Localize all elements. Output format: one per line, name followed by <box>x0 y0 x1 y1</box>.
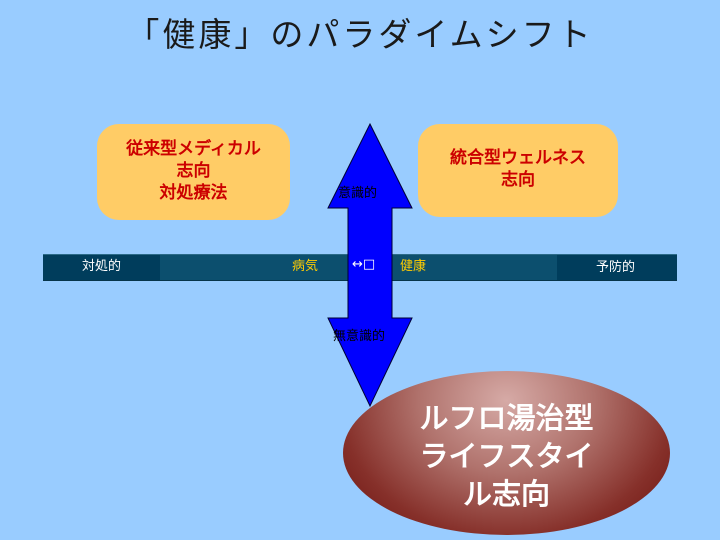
page-title: 「健康」のパラダイムシフト <box>126 15 594 54</box>
rufuro-line-2: ライフスタイ <box>419 439 594 473</box>
integrated-wellness-box: 統合型ウェルネス 志向 <box>418 124 618 217</box>
axis-reactive-label: 対処的 <box>82 259 122 274</box>
conventional-medical-line-1: 従来型メディカル <box>126 139 261 159</box>
axis-health-label: 健康 <box>400 259 427 274</box>
conventional-medical-box: 従来型メディカル 志向 対処療法 <box>97 124 290 220</box>
axis-right-segment <box>557 255 677 280</box>
rufuro-line-3: ル志向 <box>462 477 550 511</box>
double-arrow-shape <box>327 122 413 408</box>
conventional-medical-line-2: 志向 <box>176 161 211 181</box>
axis-illness-label: 病気 <box>292 259 319 274</box>
axis-preventive-label: 予防的 <box>596 260 636 275</box>
conventional-medical-line-3: 対処療法 <box>159 183 228 203</box>
conscious-label: 意識的 <box>338 186 378 201</box>
axis-left-segment <box>43 255 160 280</box>
unconscious-label: 無意識的 <box>333 329 386 344</box>
rufuro-line-1: ルフロ湯治型 <box>419 401 594 435</box>
axis-center-arrow-icon: ↔□ <box>352 257 376 272</box>
integrated-wellness-line-2: 志向 <box>501 170 535 190</box>
integrated-wellness-line-1: 統合型ウェルネス <box>450 148 586 168</box>
rufuro-lifestyle-oval: ルフロ湯治型 ライフスタイ ル志向 <box>343 371 670 535</box>
